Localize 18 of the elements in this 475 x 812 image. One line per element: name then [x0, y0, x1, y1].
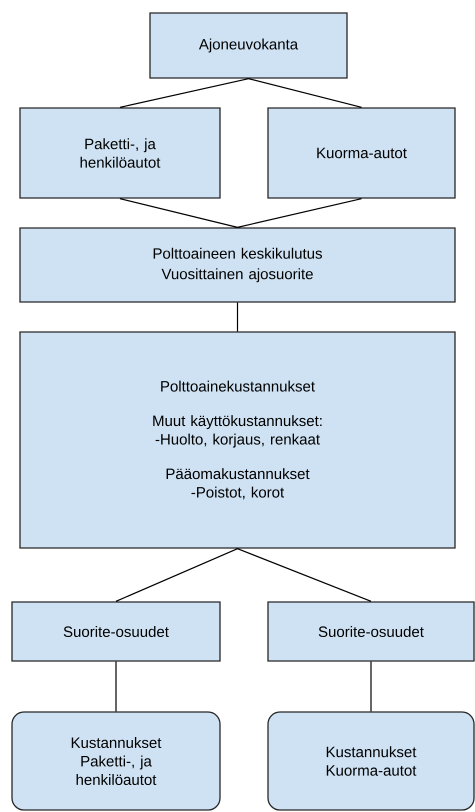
- process-box: Kuorma-autot: [267, 107, 456, 199]
- connector-line: [116, 548, 238, 602]
- process-box: Suorite-osuudet: [267, 601, 475, 662]
- process-box: Polttoaineen keskikulutus Vuosittainen ajosuorite: [19, 227, 456, 303]
- connector-line: [120, 198, 238, 228]
- connector-line: [115, 662, 117, 712]
- connector-line: [120, 78, 249, 108]
- connector-line: [248, 78, 362, 108]
- process-box: Kustannukset Kuorma-autot: [267, 711, 475, 811]
- connector-line: [236, 302, 238, 332]
- connector-line: [370, 662, 372, 712]
- process-box: Suorite-osuudet: [11, 601, 221, 662]
- connector-line: [237, 198, 362, 228]
- connector-line: [237, 548, 372, 602]
- process-box: Ajoneuvokanta: [149, 12, 348, 79]
- process-box: Paketti-, ja henkilöautot: [19, 107, 221, 199]
- process-box: Polttoainekustannukset Muut käyttökustannukset: -Huolto, korjaus, renkaat Pääomakustannukset -Poistot, korot: [19, 331, 456, 549]
- process-box: Kustannukset Paketti-, ja henkilöautot: [11, 711, 221, 811]
